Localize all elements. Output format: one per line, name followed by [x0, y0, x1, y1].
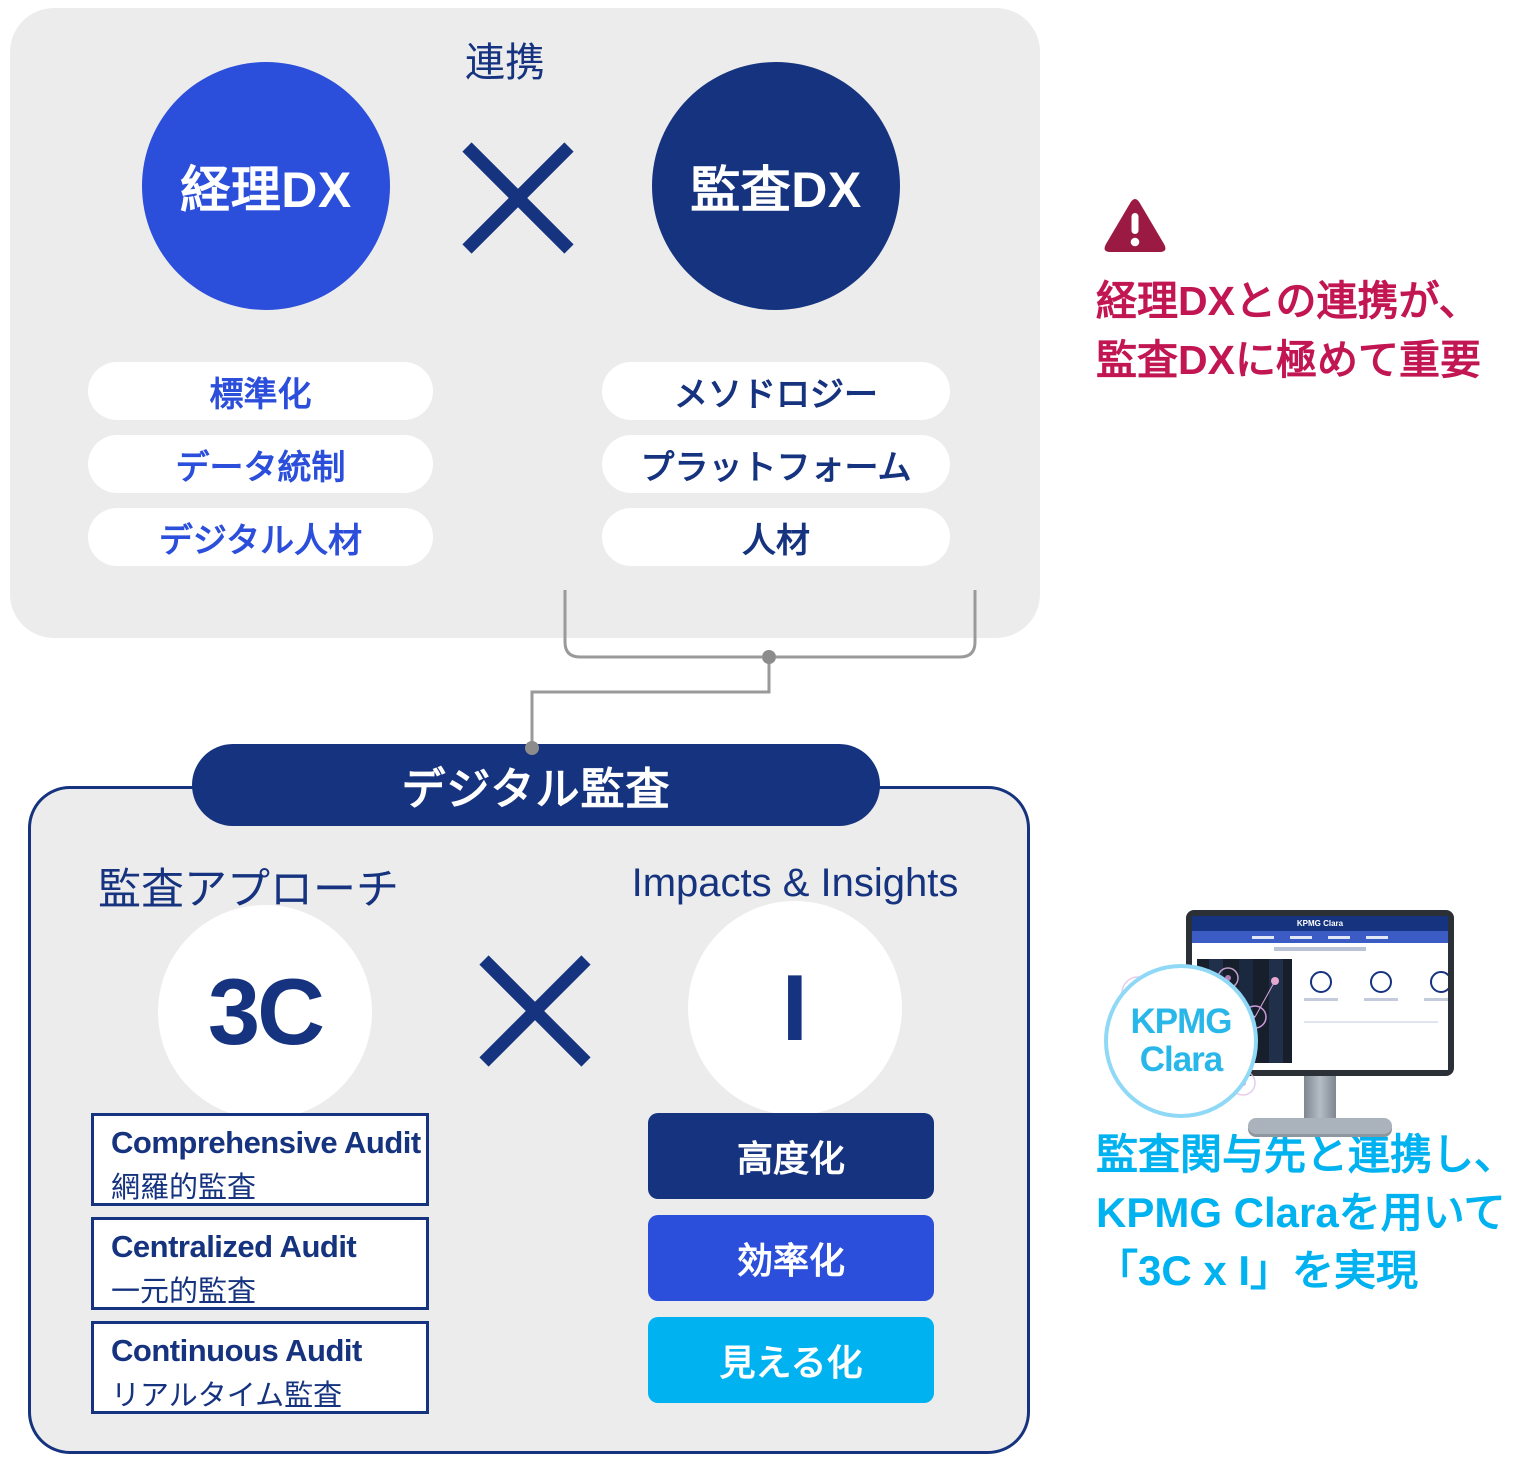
people-icon — [1430, 971, 1448, 993]
three-c-circle: 3C — [158, 905, 372, 1119]
methodology-pill: メソドロジー — [602, 362, 950, 420]
platform-pill: プラットフォーム — [602, 435, 950, 493]
continuous-audit-ja: リアルタイム監査 — [111, 1380, 343, 1412]
talent-pill: 人材 — [602, 508, 950, 566]
document-icon — [1370, 971, 1392, 993]
clara-app-icons — [1304, 971, 1448, 1001]
centralized-audit-box: Centralized Audit 一元的監査 — [91, 1217, 429, 1310]
continuous-audit-en: Continuous Audit — [111, 1333, 362, 1368]
advancement-box: 高度化 — [648, 1113, 934, 1199]
comprehensive-audit-box: Comprehensive Audit 網羅的監査 — [91, 1113, 429, 1206]
warning-note: 経理DXとの連携が、 監査DXに極めて重要 — [1096, 272, 1481, 391]
clara-icon-column — [1424, 971, 1448, 1001]
efficiency-box: 効率化 — [648, 1215, 934, 1301]
digital-audit-panel: 監査アプローチ Impacts & Insights 3C I Comprehe… — [28, 786, 1030, 1454]
visualization-box: 見える化 — [648, 1317, 934, 1403]
digital-talent-pill: デジタル人材 — [88, 508, 433, 566]
centralized-audit-ja: 一元的監査 — [111, 1276, 257, 1308]
centralized-audit-en: Centralized Audit — [111, 1229, 357, 1264]
clara-app-divider — [1304, 1021, 1438, 1023]
clara-caption: 監査関与先と連携し、 KPMG Claraを用いて 「3C x I」を実現 — [1096, 1126, 1516, 1300]
multiply-icon — [479, 955, 591, 1067]
clara-app-nav — [1192, 931, 1448, 943]
comprehensive-audit-en: Comprehensive Audit — [111, 1125, 421, 1160]
clara-icon-column — [1364, 971, 1398, 1001]
digital-audit-title: デジタル監査 — [192, 744, 880, 826]
monitor-stand-neck — [1304, 1076, 1336, 1120]
audit-dx-circle: 監査DX — [652, 62, 900, 310]
collaboration-label: 連携 — [465, 41, 545, 85]
impacts-insights-heading: Impacts & Insights — [631, 861, 959, 905]
kpmg-clara-badge-line2: Clara — [1139, 1040, 1224, 1079]
multiply-icon — [462, 142, 574, 254]
clara-caption-line1: 監査関与先と連携し、 — [1096, 1131, 1517, 1178]
clara-caption-line3: 「3C x I」を実現 — [1096, 1246, 1419, 1294]
dx-collaboration-panel: 連携 経理DX 監査DX 標準化 データ統制 デジタル人材 メソドロジー プラッ… — [10, 8, 1040, 638]
clara-caption-line2: KPMG Claraを用いて — [1096, 1188, 1506, 1236]
clara-app-titlebar — [1192, 943, 1448, 955]
continuous-audit-box: Continuous Audit リアルタイム監査 — [91, 1321, 429, 1414]
comprehensive-audit-ja: 網羅的監査 — [111, 1172, 257, 1204]
insights-circle: I — [688, 901, 902, 1115]
monitor-stand-base — [1248, 1118, 1392, 1134]
data-governance-pill: データ統制 — [88, 435, 433, 493]
kpmg-clara-badge: KPMG Clara — [1104, 964, 1258, 1118]
warning-icon — [1104, 199, 1166, 252]
accounting-dx-circle: 経理DX — [142, 62, 390, 310]
kpmg-clara-badge-line1: KPMG — [1130, 1002, 1233, 1042]
warning-note-line1: 経理DXとの連携が、 — [1096, 278, 1480, 324]
clara-app-header: KPMG Clara — [1192, 916, 1448, 931]
warning-note-line2: 監査DXに極めて重要 — [1096, 337, 1481, 384]
clock-icon — [1310, 971, 1332, 993]
standardization-pill: 標準化 — [88, 362, 433, 420]
clara-icon-column — [1304, 971, 1338, 1001]
